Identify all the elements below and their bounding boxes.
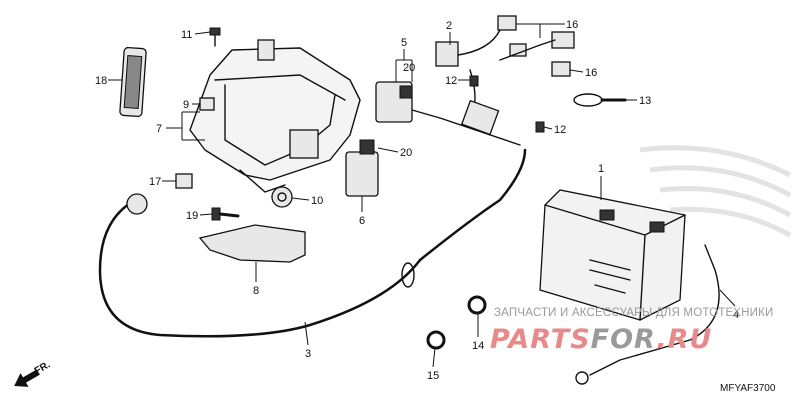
part-7-battery-box xyxy=(189,39,361,193)
part-1-battery xyxy=(539,189,686,321)
part-17-cushion xyxy=(175,173,193,189)
watermark-brand-for: FOR xyxy=(591,324,657,355)
callout-1: 1 xyxy=(598,163,604,175)
part-3-starter-cable xyxy=(98,148,527,338)
callout-18: 18 xyxy=(95,75,107,87)
callout-14: 14 xyxy=(472,340,484,352)
callout-12a: 12 xyxy=(445,75,457,87)
cable-grommet xyxy=(401,262,415,288)
callout-7: 7 xyxy=(156,123,162,135)
brand-wing-logo xyxy=(639,145,792,238)
part-8-bracket xyxy=(198,224,306,263)
callout-11: 11 xyxy=(181,29,192,41)
callout-19: 19 xyxy=(186,210,198,222)
cable-terminal xyxy=(575,371,589,385)
callout-10: 10 xyxy=(311,195,323,207)
part-5-starter-relay xyxy=(375,81,521,146)
part-2-sub-harness xyxy=(435,15,575,136)
callout-13: 13 xyxy=(639,95,651,107)
part-4-negative-cable xyxy=(589,244,720,376)
callout-20b: 20 xyxy=(400,147,412,159)
callout-20a: 20 xyxy=(403,62,415,74)
cable-terminal xyxy=(126,193,148,215)
callout-15: 15 xyxy=(427,370,439,382)
callout-5: 5 xyxy=(401,37,407,49)
callout-4: 4 xyxy=(733,309,739,321)
part-18-rubber-strap xyxy=(119,46,147,118)
part-6-relay xyxy=(345,139,379,197)
part-12-bolt xyxy=(469,75,479,87)
part-10-grommet xyxy=(271,186,293,208)
callout-17: 17 xyxy=(149,176,161,188)
part-11-bolt xyxy=(209,27,221,47)
part-13-band xyxy=(573,93,627,107)
leader-lines xyxy=(108,23,736,368)
front-direction-arrow-icon xyxy=(14,369,40,387)
part-19-bolt xyxy=(211,207,240,221)
watermark-tagline: ЗАПЧАСТИ И АКСЕССУАРЫ ДЛЯ МОТОТЕХНИКИ xyxy=(494,307,774,319)
part-12-bolt xyxy=(535,121,545,133)
callout-2: 2 xyxy=(446,20,452,32)
callout-8: 8 xyxy=(253,285,259,297)
watermark-brand-parts: PARTS xyxy=(490,324,591,355)
part-14-clamp xyxy=(467,295,487,315)
callout-3: 3 xyxy=(305,348,311,360)
callout-12b: 12 xyxy=(554,124,566,136)
watermark-brand-ru: .RU xyxy=(656,324,712,355)
part-9-clip xyxy=(199,97,215,111)
callout-16a: 16 xyxy=(566,19,578,31)
diagram-code: MFYAF3700 xyxy=(720,383,776,394)
front-direction-label: FR. xyxy=(33,359,53,377)
watermark-brand: PARTSFOR.RU xyxy=(490,324,712,355)
callout-9: 9 xyxy=(183,99,189,111)
part-15-clamp xyxy=(426,330,446,350)
callout-16b: 16 xyxy=(585,67,597,79)
callout-6: 6 xyxy=(359,215,365,227)
